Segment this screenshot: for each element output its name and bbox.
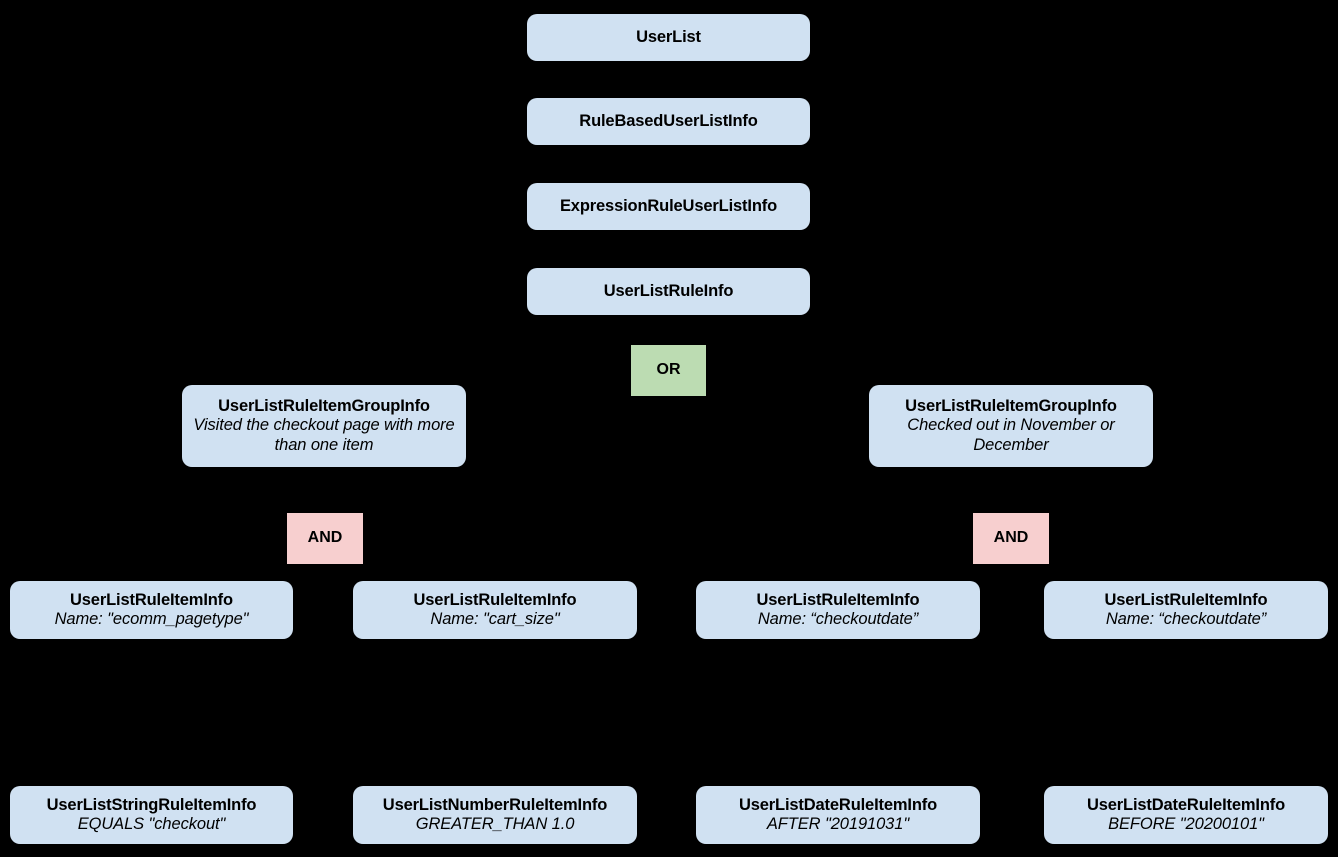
node-subtitle: Name: "ecomm_pagetype": [54, 610, 249, 628]
node-group-right[interactable]: UserListRuleItemGroupInfo Checked out in…: [869, 385, 1153, 467]
node-rule-item-2[interactable]: UserListRuleItemInfo Name: "cart_size": [353, 581, 637, 639]
node-rule-item-1[interactable]: UserListRuleItemInfo Name: "ecomm_pagety…: [10, 581, 293, 639]
node-subtitle: GREATER_THAN 1.0: [415, 815, 575, 833]
operator-or[interactable]: OR: [631, 345, 706, 396]
arrowhead-to-group-right: [985, 376, 999, 386]
node-title: UserListStringRuleItemInfo: [46, 795, 257, 814]
arrowhead-to-group-left: [334, 376, 348, 386]
operator-and-left[interactable]: AND: [287, 513, 363, 564]
node-title: UserListDateRuleItemInfo: [738, 795, 938, 814]
node-leaf-date-rule-item-after[interactable]: UserListDateRuleItemInfo AFTER "20191031…: [696, 786, 980, 844]
node-subtitle: EQUALS "checkout": [77, 815, 226, 833]
node-title: UserListDateRuleItemInfo: [1086, 795, 1286, 814]
node-subtitle: Name: “checkoutdate”: [1105, 610, 1267, 628]
node-subtitle: Name: "cart_size": [430, 610, 560, 628]
node-group-left[interactable]: UserListRuleItemGroupInfo Visited the ch…: [182, 385, 466, 467]
node-leaf-date-rule-item-before[interactable]: UserListDateRuleItemInfo BEFORE "2020010…: [1044, 786, 1328, 844]
node-title: UserListRuleItemInfo: [1104, 590, 1268, 609]
node-rule-based-user-list-info[interactable]: RuleBasedUserListInfo: [527, 98, 810, 145]
node-title: UserListRuleItemInfo: [413, 590, 577, 609]
node-subtitle: AFTER "20191031": [766, 815, 910, 833]
node-leaf-number-rule-item[interactable]: UserListNumberRuleItemInfo GREATER_THAN …: [353, 786, 637, 844]
node-subtitle: Name: “checkoutdate”: [757, 610, 919, 628]
operator-label: AND: [993, 529, 1029, 547]
node-rule-item-4[interactable]: UserListRuleItemInfo Name: “checkoutdate…: [1044, 581, 1328, 639]
operator-label: AND: [307, 529, 343, 547]
node-subtitle: BEFORE "20200101": [1108, 815, 1264, 833]
operator-and-right[interactable]: AND: [973, 513, 1049, 564]
node-title: ExpressionRuleUserListInfo: [559, 196, 778, 215]
node-subtitle: Checked out in November or December: [907, 416, 1115, 454]
node-rule-item-3[interactable]: UserListRuleItemInfo Name: “checkoutdate…: [696, 581, 980, 639]
node-title: UserListRuleInfo: [603, 281, 734, 300]
node-title: UserList: [636, 27, 701, 46]
node-title: UserListRuleItemGroupInfo: [905, 397, 1117, 416]
node-title: RuleBasedUserListInfo: [579, 111, 758, 130]
node-leaf-string-rule-item[interactable]: UserListStringRuleItemInfo EQUALS "check…: [10, 786, 293, 844]
node-user-list-rule-info[interactable]: UserListRuleInfo: [527, 268, 810, 315]
node-title: UserListRuleItemInfo: [756, 590, 920, 609]
node-user-list[interactable]: UserList: [527, 14, 810, 61]
node-title: UserListRuleItemGroupInfo: [218, 397, 430, 416]
operator-label: OR: [656, 361, 681, 379]
node-title: UserListNumberRuleItemInfo: [382, 795, 608, 814]
node-title: UserListRuleItemInfo: [70, 590, 233, 609]
node-expression-rule-user-list-info[interactable]: ExpressionRuleUserListInfo: [527, 183, 810, 230]
node-subtitle: Visited the checkout page with more than…: [193, 416, 455, 454]
